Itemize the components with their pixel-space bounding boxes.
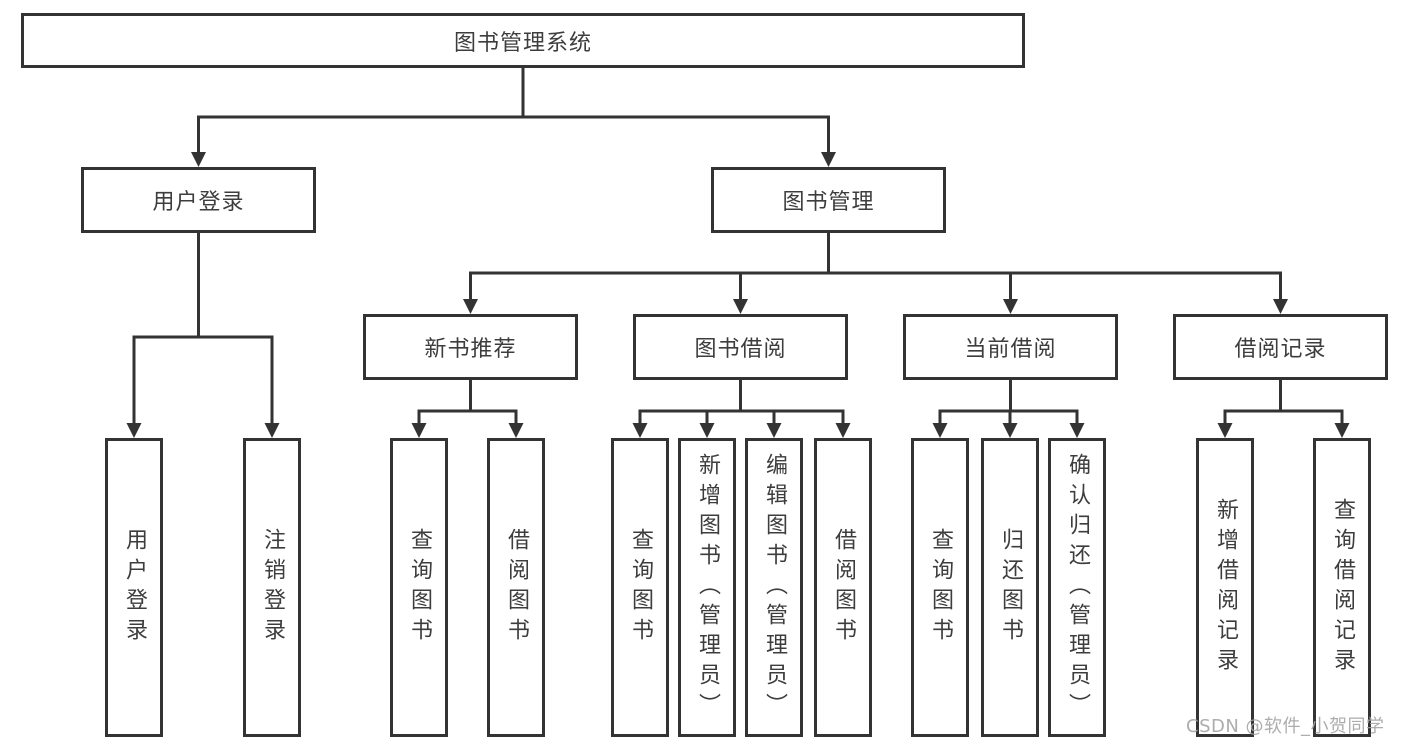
arrowhead bbox=[1217, 423, 1233, 438]
arrowhead bbox=[733, 299, 748, 314]
arrowhead bbox=[1334, 423, 1350, 438]
node-leaf-add-books-admin-label: 新增图书（管理员） bbox=[695, 452, 720, 723]
node-user-login: 用户登录 bbox=[81, 167, 316, 233]
node-book-management: 图书管理 bbox=[711, 167, 946, 233]
node-book-management-label: 图书管理 bbox=[782, 190, 875, 215]
node-book-borrow-label: 图书借阅 bbox=[694, 337, 787, 362]
node-leaf-edit-books-admin: 编辑图书（管理员） bbox=[745, 438, 803, 737]
node-leaf-query-books-3: 查询图书 bbox=[911, 438, 969, 737]
arrowhead bbox=[411, 423, 427, 438]
arrowhead bbox=[463, 299, 478, 314]
node-borrow-records: 借阅记录 bbox=[1173, 314, 1388, 380]
node-leaf-edit-books-admin-label: 编辑图书（管理员） bbox=[762, 452, 787, 723]
node-leaf-query-books-2-label: 查询图书 bbox=[628, 527, 653, 648]
node-leaf-query-books-1-label: 查询图书 bbox=[407, 527, 432, 648]
arrowhead bbox=[191, 152, 206, 167]
node-current-borrow: 当前借阅 bbox=[903, 314, 1118, 380]
node-book-borrow: 图书借阅 bbox=[633, 314, 848, 380]
node-leaf-logout-label: 注销登录 bbox=[260, 527, 285, 648]
node-leaf-logout: 注销登录 bbox=[243, 438, 301, 737]
node-leaf-confirm-return-admin: 确认归还（管理员） bbox=[1048, 438, 1106, 737]
node-current-borrow-label: 当前借阅 bbox=[964, 337, 1057, 362]
connector-new-book-recommend bbox=[411, 380, 524, 438]
connector-book-management bbox=[463, 233, 1288, 314]
node-leaf-borrow-books-2-label: 借阅图书 bbox=[831, 527, 856, 648]
node-leaf-query-borrow-record: 查询借阅记录 bbox=[1313, 438, 1371, 737]
arrowhead bbox=[1273, 299, 1288, 314]
node-root-label: 图书管理系统 bbox=[453, 30, 592, 56]
node-leaf-borrow-books-1-label: 借阅图书 bbox=[504, 527, 529, 648]
node-leaf-return-books-label: 归还图书 bbox=[998, 527, 1023, 648]
arrowhead bbox=[699, 423, 715, 438]
node-leaf-return-books: 归还图书 bbox=[981, 438, 1039, 737]
node-leaf-add-borrow-record-label: 新增借阅记录 bbox=[1213, 497, 1238, 678]
arrowhead bbox=[632, 423, 648, 438]
arrowhead bbox=[766, 423, 782, 438]
node-new-book-recommend: 新书推荐 bbox=[363, 314, 578, 380]
arrowhead bbox=[1003, 299, 1018, 314]
node-leaf-user-login-label: 用户登录 bbox=[122, 527, 147, 648]
node-leaf-query-borrow-record-label: 查询借阅记录 bbox=[1330, 497, 1355, 678]
node-leaf-query-books-2: 查询图书 bbox=[611, 438, 669, 737]
arrowhead bbox=[821, 152, 836, 167]
connector-root bbox=[191, 68, 836, 167]
arrowhead bbox=[126, 423, 142, 438]
arrowhead bbox=[1002, 423, 1018, 438]
node-new-book-recommend-label: 新书推荐 bbox=[424, 337, 517, 362]
connector-borrow-records bbox=[1217, 380, 1350, 438]
node-leaf-query-books-3-label: 查询图书 bbox=[928, 527, 953, 648]
node-leaf-add-borrow-record: 新增借阅记录 bbox=[1196, 438, 1254, 737]
connector-book-borrow bbox=[632, 380, 851, 438]
node-leaf-query-books-1: 查询图书 bbox=[390, 438, 448, 737]
node-root: 图书管理系统 bbox=[21, 13, 1025, 68]
connector-current-borrow bbox=[932, 380, 1085, 438]
arrowhead bbox=[264, 423, 280, 438]
csdn-watermark: CSDN @软件_小贺同学 bbox=[1186, 716, 1385, 737]
node-leaf-add-books-admin: 新增图书（管理员） bbox=[678, 438, 736, 737]
node-leaf-borrow-books-2: 借阅图书 bbox=[814, 438, 872, 737]
node-user-login-label: 用户登录 bbox=[152, 190, 245, 215]
node-leaf-user-login: 用户登录 bbox=[105, 438, 163, 737]
arrowhead bbox=[835, 423, 851, 438]
node-leaf-confirm-return-admin-label: 确认归还（管理员） bbox=[1065, 452, 1090, 723]
arrowhead bbox=[932, 423, 948, 438]
node-leaf-borrow-books-1: 借阅图书 bbox=[487, 438, 545, 737]
connector-user-login bbox=[126, 233, 280, 438]
node-borrow-records-label: 借阅记录 bbox=[1234, 337, 1327, 362]
arrowhead bbox=[508, 423, 524, 438]
arrowhead bbox=[1069, 423, 1085, 438]
